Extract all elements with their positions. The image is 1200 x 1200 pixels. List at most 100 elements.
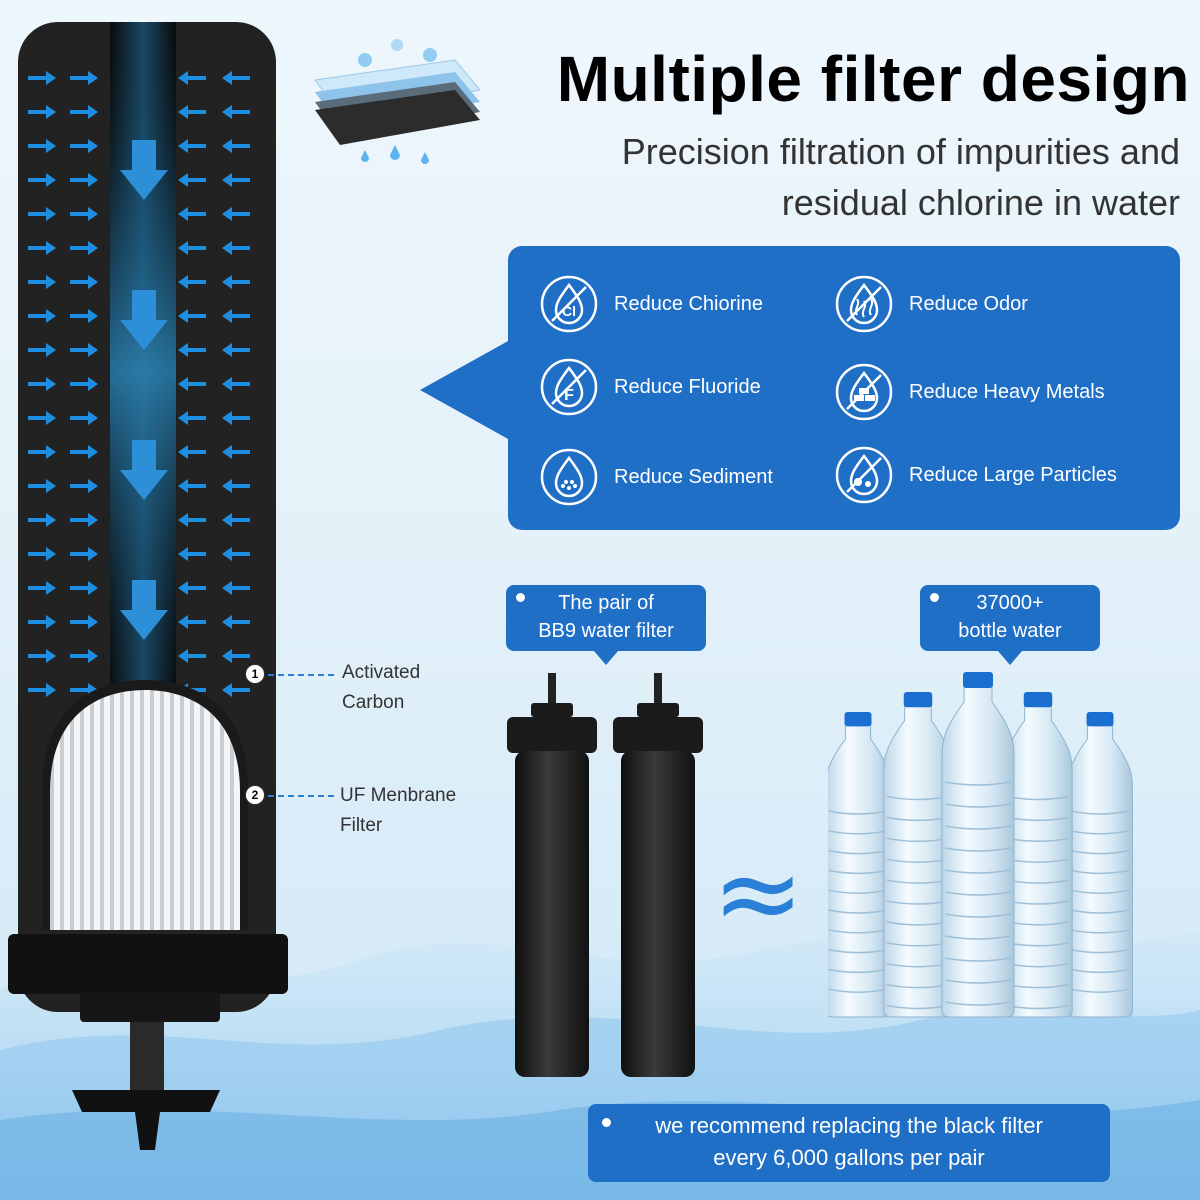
flow-arrow-icon xyxy=(222,513,250,527)
flow-arrow-icon xyxy=(28,479,56,493)
flow-arrow-icon xyxy=(28,581,56,595)
flow-arrow-icon xyxy=(28,139,56,153)
flow-arrow-icon xyxy=(178,445,206,459)
flow-arrow-icon xyxy=(28,615,56,629)
flow-arrow-icon xyxy=(70,479,98,493)
flow-arrow-icon xyxy=(222,105,250,119)
flow-arrow-icon xyxy=(70,513,98,527)
flow-arrow-icon xyxy=(178,309,206,323)
flow-arrow-icon xyxy=(178,411,206,425)
flow-arrow-icon xyxy=(222,683,250,697)
bottle-cap xyxy=(903,692,933,708)
flow-arrow-icon xyxy=(28,343,56,357)
svg-text:F: F xyxy=(564,387,574,404)
flow-arrow-icon xyxy=(222,649,250,663)
flow-arrow-icon xyxy=(222,615,250,629)
flow-arrow-icon xyxy=(28,513,56,527)
flow-arrow-icon xyxy=(222,343,250,357)
flow-arrow-icon xyxy=(28,207,56,221)
flow-arrow-icon xyxy=(70,309,98,323)
bottle-cap xyxy=(844,712,872,727)
flow-arrow-icon xyxy=(28,309,56,323)
flow-arrow-icon xyxy=(178,105,206,119)
flow-arrow-icon xyxy=(70,445,98,459)
flow-arrow-icon xyxy=(28,649,56,663)
flow-arrow-icon xyxy=(178,275,206,289)
flow-arrow-icon xyxy=(222,581,250,595)
water-bottles-group xyxy=(828,672,1133,1018)
flow-arrow-icon xyxy=(178,173,206,187)
callout-bullet xyxy=(516,593,525,602)
panel-pointer xyxy=(420,340,510,440)
callout-bullet xyxy=(602,1118,611,1127)
flow-arrow-icon xyxy=(28,71,56,85)
equivalence-symbol: ≈ xyxy=(712,829,805,957)
bottle-callout-line-1: 37000+ xyxy=(976,592,1044,614)
filter-cross-section xyxy=(8,22,288,1150)
flow-arrow-icon xyxy=(178,649,206,663)
flow-arrow-icon xyxy=(28,683,56,697)
layer-label-2: UF Menbrane Filter xyxy=(340,781,456,841)
flow-arrow-icon xyxy=(70,581,98,595)
bottle-cap xyxy=(1086,712,1114,727)
feature-chlorine-label: Reduce Chiorine xyxy=(614,292,763,315)
pair-callout-line-1: The pair of xyxy=(558,592,654,614)
feature-chlorine: Cl Reduce Chiorine xyxy=(540,275,763,333)
feature-heavy-metals: Reduce Heavy Metals xyxy=(835,363,1105,421)
flow-arrow-icon xyxy=(28,445,56,459)
flow-arrow-icon xyxy=(70,275,98,289)
feature-fluoride: F Reduce Fluoride xyxy=(540,358,761,416)
layer-label-2-line-2: Filter xyxy=(340,815,383,836)
subtitle-line-2: residual chlorine in water xyxy=(781,182,1180,223)
flow-arrow-icon xyxy=(70,241,98,255)
flow-arrow-icon xyxy=(178,581,206,595)
recommend-line-2: every 6,000 gallons per pair xyxy=(713,1145,985,1170)
flow-arrow-icon xyxy=(28,547,56,561)
pair-callout: The pair of BB9 water filter xyxy=(506,585,706,665)
flow-arrow-icon xyxy=(28,105,56,119)
page-subtitle: Precision filtration of impurities and r… xyxy=(560,126,1180,228)
water-bottle xyxy=(1003,692,1073,1018)
flow-arrow-icon xyxy=(70,207,98,221)
sediment-drop-icon xyxy=(540,448,598,506)
recommend-line-1: we recommend replacing the black filter xyxy=(655,1113,1043,1138)
flow-arrow-icon xyxy=(28,377,56,391)
feature-odor-label: Reduce Odor xyxy=(909,292,1028,315)
flow-arrow-icon xyxy=(70,377,98,391)
flow-arrow-icon xyxy=(222,479,250,493)
feature-sediment-label: Reduce Sediment xyxy=(614,465,773,488)
flow-arrow-icon xyxy=(178,513,206,527)
bottle-callout-line-2: bottle water xyxy=(958,620,1062,642)
flow-arrow-icon xyxy=(222,241,250,255)
callout-bullet xyxy=(930,593,939,602)
water-bottle xyxy=(828,712,891,1018)
subtitle-line-1: Precision filtration of impurities and xyxy=(621,131,1180,172)
layer-label-1-line-2: Carbon xyxy=(342,692,405,713)
flow-arrow-icon xyxy=(70,139,98,153)
feature-large-particles-label: Reduce Large Particles xyxy=(909,463,1117,486)
feature-heavy-metals-label: Reduce Heavy Metals xyxy=(909,380,1105,403)
flow-arrow-icon xyxy=(222,71,250,85)
features-panel xyxy=(508,246,1180,530)
flow-arrow-icon xyxy=(70,343,98,357)
flow-arrow-icon xyxy=(178,615,206,629)
flow-arrow-icon xyxy=(70,71,98,85)
flow-arrow-icon xyxy=(70,411,98,425)
flow-arrow-icon xyxy=(178,71,206,85)
layer-connector-2 xyxy=(268,795,334,797)
flow-arrow-icon xyxy=(70,615,98,629)
flow-arrow-icon xyxy=(70,649,98,663)
feature-fluoride-label: Reduce Fluoride xyxy=(614,375,761,398)
heavy-metals-drop-icon xyxy=(835,363,893,421)
feature-large-particles: Reduce Large Particles xyxy=(835,446,1117,504)
page-title: Multiple filter design xyxy=(556,43,1190,115)
flow-arrow-icon xyxy=(222,139,250,153)
flow-arrow-icon xyxy=(70,105,98,119)
filter-layers-graphic xyxy=(314,39,481,164)
flow-arrow-icon xyxy=(28,275,56,289)
fluoride-drop-icon: F xyxy=(540,358,598,416)
flow-arrow-icon xyxy=(222,207,250,221)
flow-arrow-icon xyxy=(222,445,250,459)
odor-drop-icon xyxy=(835,275,893,333)
flow-arrow-icon xyxy=(222,411,250,425)
